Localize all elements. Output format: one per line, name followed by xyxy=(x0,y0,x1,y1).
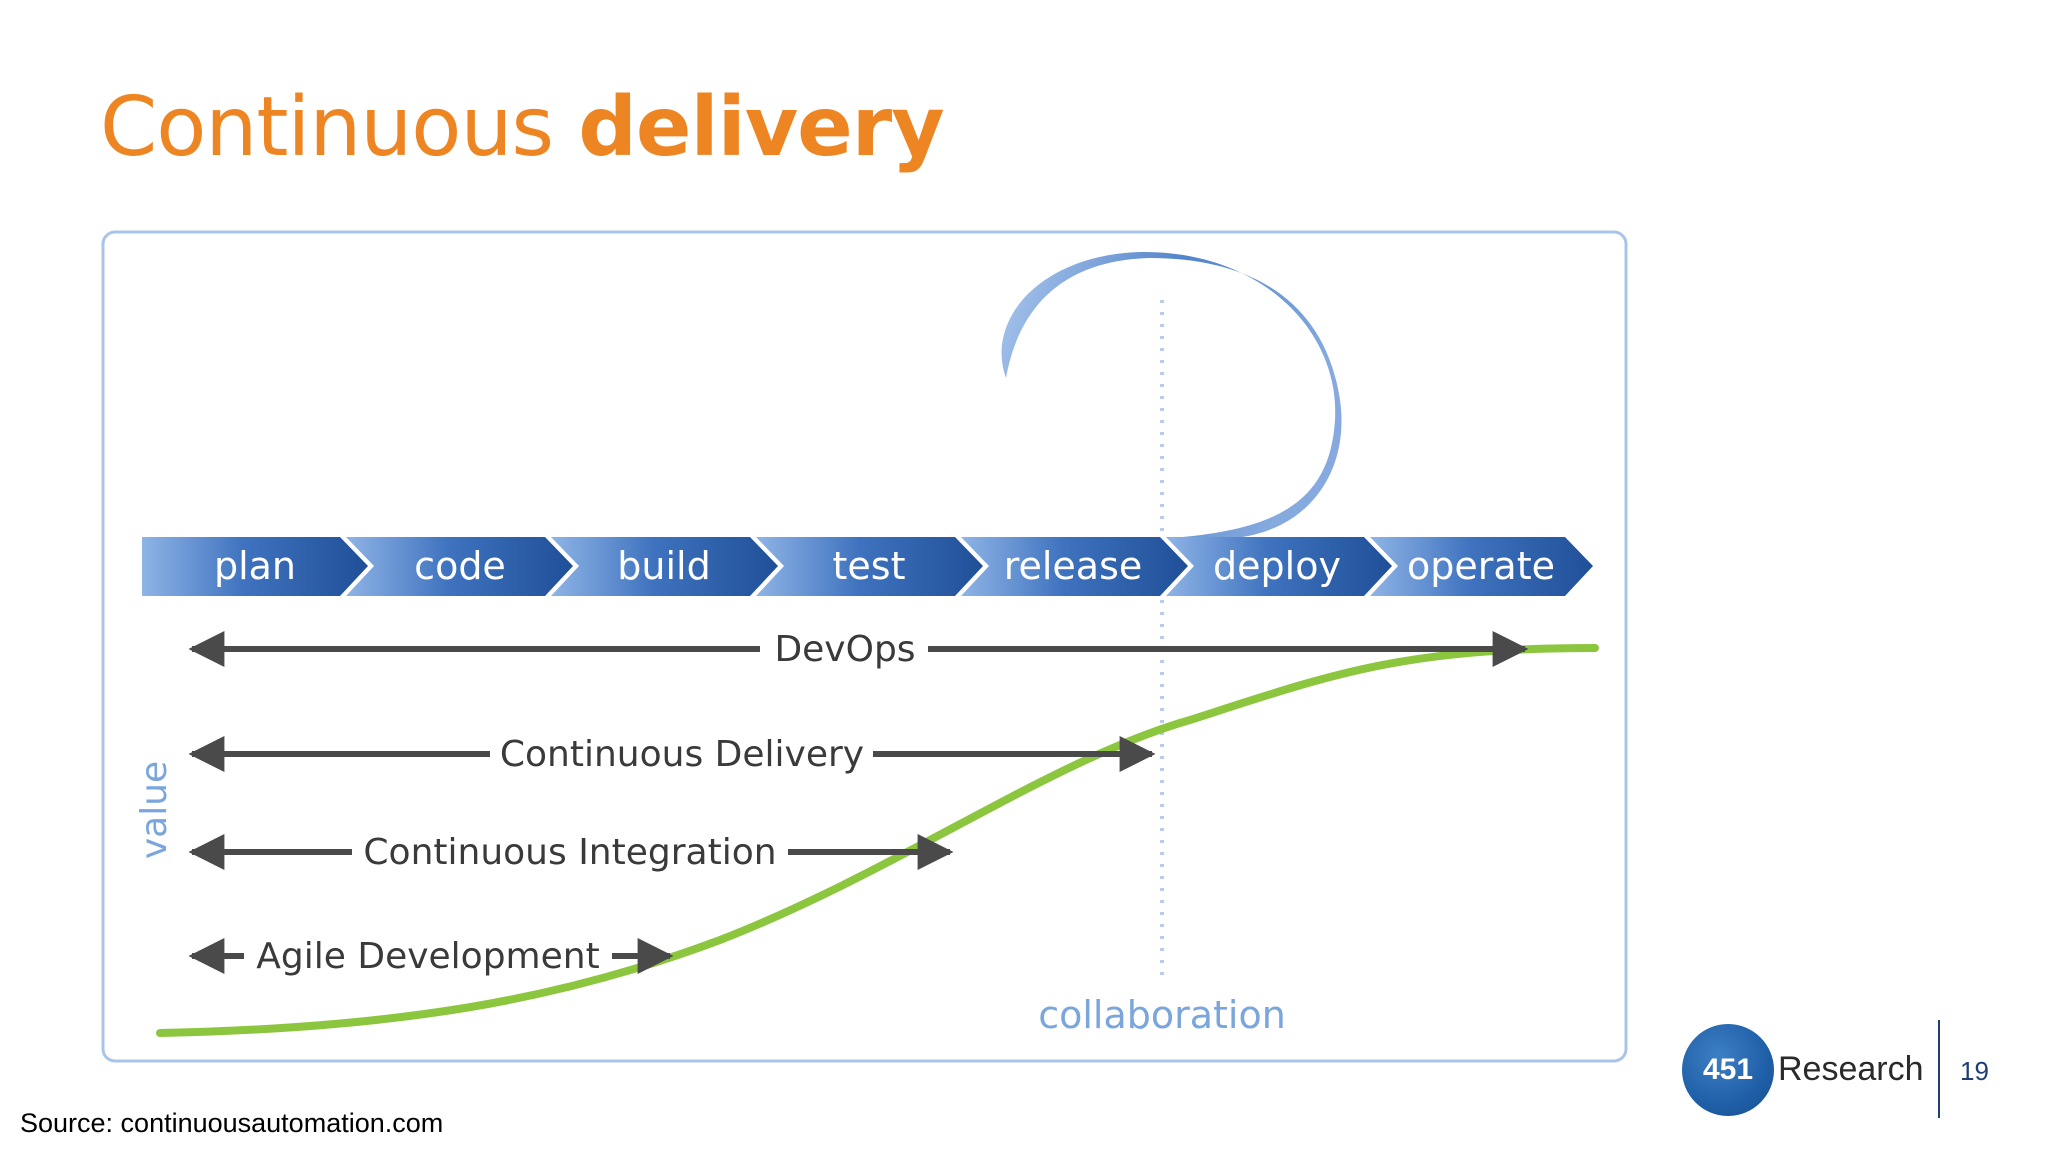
stage-label-operate: operate xyxy=(1407,544,1555,588)
chevron-code xyxy=(346,537,573,596)
span-label-continuous-integration: Continuous Integration xyxy=(363,832,776,873)
source-note: Source: continuousautomation.com xyxy=(20,1108,444,1138)
title-regular: Continuous xyxy=(100,80,579,175)
stage-label-test: test xyxy=(833,544,906,588)
logo-451-mark: 451 xyxy=(1682,1024,1774,1116)
chevron-build xyxy=(551,537,778,596)
logo-research-word: Research xyxy=(1778,1050,1924,1088)
stage-label-deploy: deploy xyxy=(1213,544,1341,588)
span-label-devops: DevOps xyxy=(774,629,915,670)
span-label-continuous-delivery: Continuous Delivery xyxy=(500,734,864,775)
page-number: 19 xyxy=(1960,1056,1989,1086)
title-bold: delivery xyxy=(578,80,944,175)
diagram-frame xyxy=(101,230,1628,1063)
slide-title: Continuous delivery xyxy=(100,80,945,175)
value-axis-label: value xyxy=(134,761,175,859)
collaboration-label: collaboration xyxy=(1038,993,1286,1037)
chevron-plan xyxy=(142,537,368,596)
stage-label-build: build xyxy=(617,544,710,588)
stage-label-code: code xyxy=(414,544,506,588)
chevron-test xyxy=(756,537,983,596)
span-label-agile-development: Agile Development xyxy=(256,936,599,977)
chevron-deploy xyxy=(1166,537,1392,596)
stage-label-plan: plan xyxy=(214,544,296,588)
stage-label-release: release xyxy=(1004,544,1143,588)
pipeline-chevrons xyxy=(142,537,1593,596)
footer-divider xyxy=(1938,1020,1940,1118)
chevron-operate xyxy=(1370,537,1593,596)
chevron-release xyxy=(961,537,1188,596)
